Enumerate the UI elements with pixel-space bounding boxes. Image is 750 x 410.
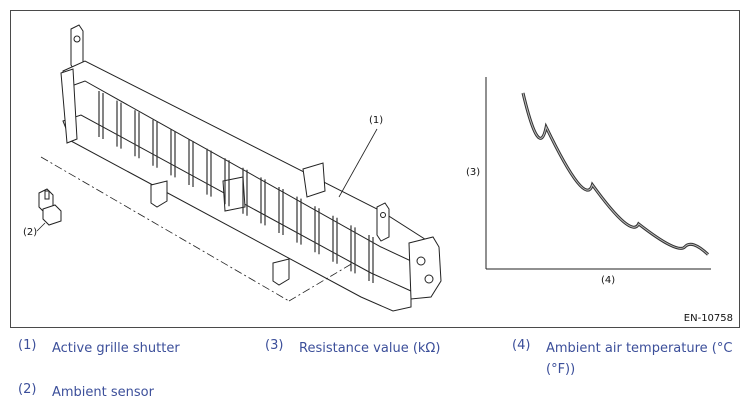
figure-id: EN-10758: [683, 313, 733, 324]
legend-text: Ambient sensor: [52, 385, 154, 400]
shutter-vane: [188, 139, 194, 187]
legend-num: (4): [512, 338, 531, 353]
shutter-vane: [206, 148, 212, 197]
chart-x-axis-label: (4): [601, 275, 616, 286]
shutter-vane: [98, 91, 104, 139]
legend-item-resistance: (3) Resistance value (kΩ): [265, 338, 440, 359]
shutter-vane: [224, 158, 230, 207]
legend-num: (1): [18, 338, 37, 353]
shutter-vane: [152, 119, 158, 168]
shutter-vane: [332, 215, 338, 264]
shutter-vane: [116, 100, 122, 149]
callout-sensor: (2): [23, 227, 38, 238]
chart-axes: [485, 77, 711, 270]
callout-grille: (1): [369, 115, 384, 126]
resistance-curve-highlight: [522, 92, 709, 255]
shutter-vane: [170, 129, 176, 178]
resistance-curve-series: [521, 92, 710, 256]
shutter-vane: [134, 110, 140, 159]
legend-item-grille: (1) Active grille shutter: [18, 338, 180, 359]
shutter-vane: [314, 206, 320, 255]
shutter-vane: [368, 235, 374, 283]
diagram-figure: (1) (2) (3) (4) EN-10758: [10, 10, 740, 328]
shutter-vane: [242, 167, 248, 216]
chart-y-axis-label: (3): [466, 167, 481, 178]
legend-text: Ambient air temperature (°C (°F)): [546, 341, 733, 377]
legend-item-temperature: (4) Ambient air temperature (°C (°F)): [512, 338, 736, 380]
shutter-vane: [296, 196, 302, 245]
shutter-vane: [350, 225, 356, 274]
legend: (1) Active grille shutter (2) Ambient sens…: [0, 330, 750, 410]
legend-text: Active grille shutter: [52, 341, 180, 356]
legend-num: (2): [18, 382, 37, 397]
legend-text: Resistance value (kΩ): [299, 341, 441, 356]
legend-num: (3): [265, 338, 284, 353]
legend-item-sensor: (2) Ambient sensor: [18, 382, 154, 403]
shutter-vane: [278, 187, 284, 235]
shutter-vane: [260, 177, 266, 226]
grille-shutter-illustration: [36, 24, 711, 312]
